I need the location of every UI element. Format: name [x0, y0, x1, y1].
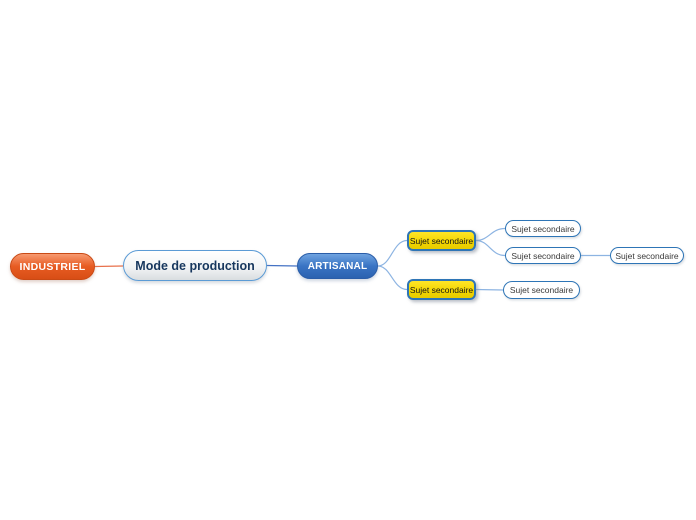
connector-artisanal-yellow-2 [377, 265, 408, 291]
node-subtopic-white-d[interactable]: Sujet secondaire [610, 247, 684, 264]
connector-yellow-2-white-c [475, 288, 504, 291]
connector-root-artisanal [266, 264, 298, 267]
node-industriel[interactable]: INDUSTRIEL [10, 253, 95, 280]
node-subtopic-yellow-1[interactable]: Sujet secondaire [407, 230, 476, 251]
node-main-topic[interactable]: Mode de production [123, 250, 267, 281]
node-subtopic-white-c[interactable]: Sujet secondaire [503, 281, 580, 299]
node-subtopic-white-b[interactable]: Sujet secondaire [505, 247, 581, 264]
connector-yellow-1-white-a [475, 227, 506, 242]
connector-artisanal-yellow-1 [377, 239, 408, 267]
node-subtopic-yellow-2[interactable]: Sujet secondaire [407, 279, 476, 300]
connector-industriel-root [94, 265, 124, 268]
node-subtopic-white-a[interactable]: Sujet secondaire [505, 220, 581, 237]
connector-yellow-1-white-b [475, 239, 506, 257]
node-artisanal[interactable]: ARTISANAL [297, 253, 378, 279]
